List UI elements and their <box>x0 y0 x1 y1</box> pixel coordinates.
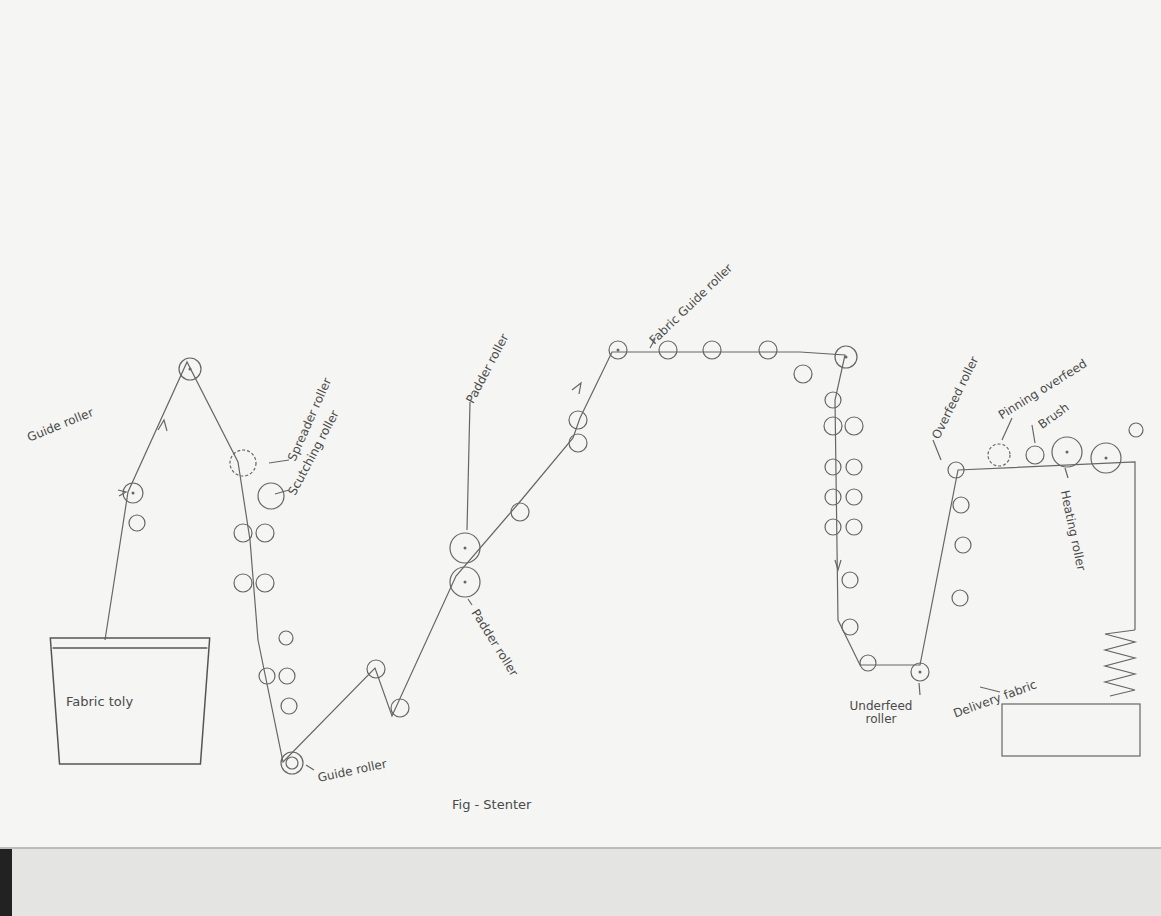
figure-caption: Fig - Stenter <box>452 798 531 812</box>
tub-label: Fabric toly <box>66 694 212 709</box>
fabric-tub: Fabric toly <box>48 636 212 766</box>
part-label: Underfeed roller <box>846 700 916 726</box>
